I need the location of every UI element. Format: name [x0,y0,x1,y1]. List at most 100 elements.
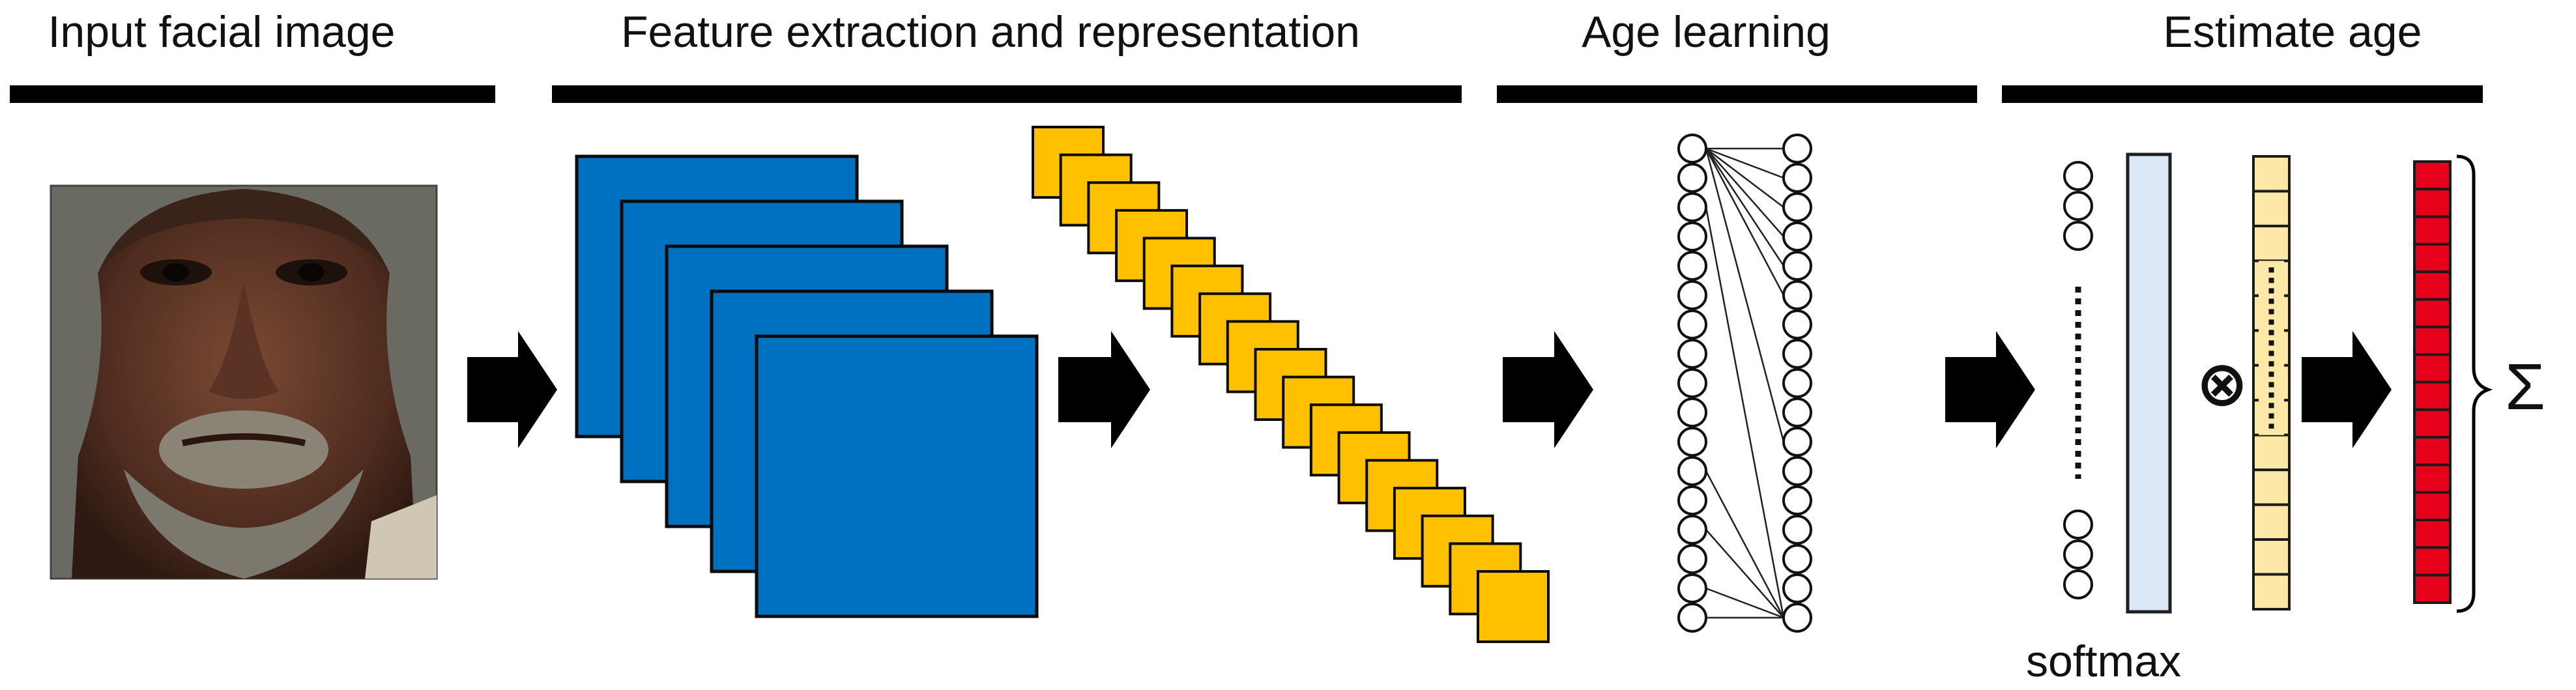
stage-title-estimate: Estimate age [2164,7,2422,57]
softmax-label: softmax [2026,637,2181,686]
input-node [1677,573,1707,603]
connection-line [1705,148,1784,237]
arrow-icon-3 [1503,331,1593,448]
conv-feature-map [755,334,1039,618]
output-cell [2413,188,2452,218]
output-node [1782,339,1812,369]
output-node [1782,544,1812,574]
input-node [1677,485,1707,515]
input-node [1677,192,1707,222]
conv-feature-maps [575,154,1039,618]
output-cell [2413,463,2452,494]
output-node [1782,163,1812,193]
output-cell [2413,573,2452,604]
weight-cell [2252,538,2291,576]
output-node [1782,192,1812,222]
stage-title-feature: Feature extraction and representation [621,7,1360,57]
arrow-icon-1 [467,331,557,448]
input-node [1677,397,1707,427]
output-cell [2413,408,2452,439]
input-face-image [50,184,438,580]
output-cell [2413,242,2452,274]
output-cell [2413,270,2452,301]
output-node [1782,485,1812,515]
connection-line [1705,148,1785,442]
connection-line [1705,148,1784,208]
probability-node [2063,569,2093,599]
output-node [1782,573,1812,603]
connection-line [1705,207,1785,618]
input-node [1677,603,1707,633]
weight-cell [2252,433,2291,472]
stage-bar-input [10,85,495,103]
stage-bar-feature [552,85,1462,103]
input-node [1677,339,1707,369]
stage-bar-age-learning [1497,85,1977,103]
stage-title-age-learning: Age learning [1582,7,1831,57]
weight-cell [2252,190,2291,227]
arrow-icon-5 [2302,331,2392,448]
output-cell [2413,381,2452,411]
output-cell [2413,491,2452,522]
input-node [1677,163,1707,193]
output-node [1782,515,1812,545]
input-node [1677,222,1707,252]
weight-cell [2252,573,2291,611]
feature-vector [1032,126,1550,643]
probability-node [2063,510,2093,539]
weight-cell [2252,155,2291,193]
input-node [1677,456,1707,486]
input-node [1677,515,1707,545]
feature-cell [1477,570,1550,643]
stage-title-input: Input facial image [48,7,396,57]
output-cell [2413,519,2452,549]
weight-cell [2252,224,2291,263]
sum-symbol: Σ [2505,351,2545,424]
arrow-icon-2 [1058,331,1150,448]
output-node [1782,368,1812,398]
output-node [1782,603,1812,633]
input-node [1677,544,1707,574]
output-vector [2413,160,2452,604]
weight-cell-gap [2259,261,2284,435]
weight-cell [2252,468,2291,506]
softmax-bar [2126,152,2172,614]
probability-nodes [2063,161,2093,599]
output-cell [2413,325,2452,356]
input-node [1677,280,1707,310]
output-cell [2413,353,2452,384]
connection-line [1705,148,1785,266]
input-node [1677,368,1707,398]
probability-node [2063,161,2093,191]
connection-line [1705,470,1785,618]
output-cell [2413,436,2452,467]
output-node [1782,427,1812,457]
sum-brace [2456,154,2493,613]
output-node [1782,251,1812,281]
probability-node [2063,539,2093,569]
input-node [1677,309,1707,339]
output-cell [2413,546,2452,577]
age-learning-network [1677,134,1812,633]
probability-node [2063,191,2093,221]
connection-line [1705,148,1785,296]
arrow-icon-4 [1945,331,2035,448]
output-cell [2413,215,2452,246]
stage-bar-estimate [2002,85,2483,103]
output-node [1782,280,1812,310]
connection-line [1705,147,1784,179]
output-node [1782,222,1812,252]
output-node [1782,134,1812,164]
input-node [1677,134,1707,164]
output-cell [2413,298,2452,328]
connection-line [1705,587,1784,619]
output-cell [2413,160,2452,191]
output-node [1782,309,1812,339]
age-weight-vector [2252,155,2291,611]
input-node [1677,427,1707,457]
connection-line [1705,529,1784,618]
weight-cell [2252,503,2291,541]
input-node [1677,251,1707,281]
probability-node [2063,221,2093,251]
